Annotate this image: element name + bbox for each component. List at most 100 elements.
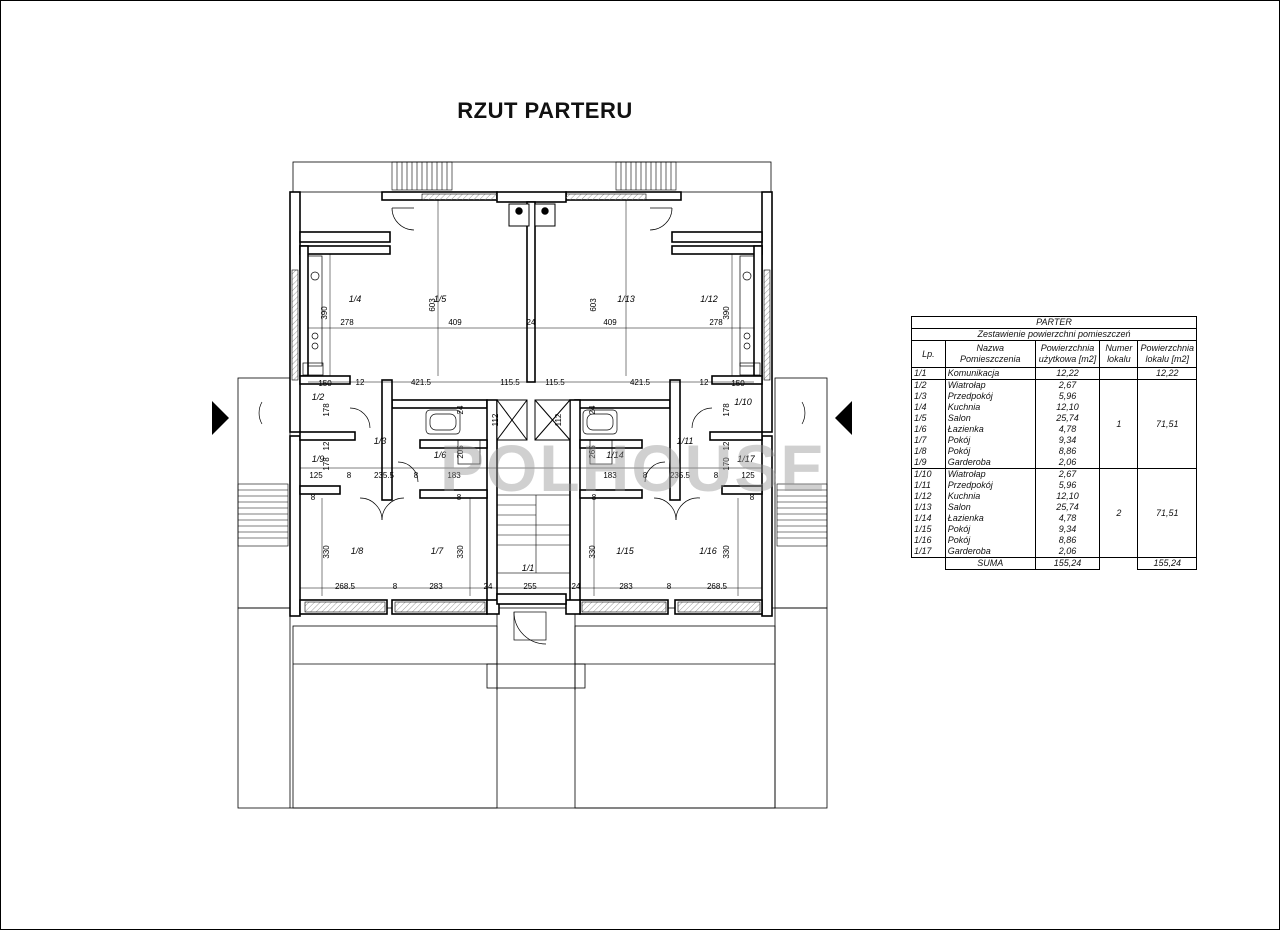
dimension-label: 409 (448, 318, 462, 327)
table-subtitle: Zestawienie powierzchni pomieszczeń (911, 328, 1197, 341)
cell-name: Salon (944, 413, 1036, 424)
dimension-label: 330 (456, 545, 465, 559)
sum-area: 155,24 (1034, 557, 1101, 570)
dimension-label: 178 (722, 403, 731, 417)
cell-lp: 1/4 (911, 402, 946, 413)
stairs (237, 161, 828, 574)
cell-lp: 1/10 (911, 468, 946, 480)
cell-name: Pokój (944, 446, 1036, 457)
cell-lp: 1/2 (911, 379, 946, 391)
header-lp: Lp. (911, 340, 946, 368)
cell-unit-number: 1 (1099, 379, 1139, 469)
dimension-label: 235.5 (374, 471, 395, 480)
room-label: 1/16 (699, 546, 717, 556)
dimension-label: 12 (722, 441, 731, 450)
cell-area: 2,06 (1034, 546, 1101, 558)
room-label: 1/5 (434, 294, 448, 304)
cell-lp: 1/12 (911, 491, 946, 502)
chimney-shafts (496, 203, 571, 441)
room-label: 1/11 (677, 436, 694, 446)
cell-area: 12,10 (1034, 402, 1101, 413)
dimension-label: 603 (589, 298, 598, 312)
table-row: 1/4 Kuchnia 12,10 (911, 402, 1197, 413)
cell-name: Pokój (944, 535, 1036, 546)
cell-name: Wiatrołap (944, 468, 1036, 480)
cell-unit-area: 12,22 (1137, 367, 1197, 380)
sum-unit-area: 155,24 (1137, 557, 1197, 570)
dimension-label: 265 (588, 445, 597, 459)
cell-name: Komunikacja (944, 367, 1036, 380)
cell-lp: 1/16 (911, 535, 946, 546)
sum-label: SUMA (944, 557, 1036, 570)
dimension-label: 390 (722, 306, 731, 320)
dimension-label: 283 (429, 582, 443, 591)
dimension-label: 125 (741, 471, 755, 480)
cell-name: Przedpokój (944, 391, 1036, 402)
cell-area: 9,34 (1034, 524, 1101, 535)
dimension-label: 421.5 (411, 378, 432, 387)
room-label: 1/2 (312, 392, 325, 402)
dimension-label: 8 (643, 471, 648, 480)
dimension-label: 8 (414, 471, 419, 480)
cell-area: 4,78 (1034, 513, 1101, 524)
room-label: 1/7 (431, 546, 445, 556)
cell-lp: 1/11 (911, 480, 946, 491)
room-label: 1/3 (374, 436, 387, 446)
dimension-label: 8 (714, 471, 719, 480)
cell-area: 9,34 (1034, 435, 1101, 446)
table-row: 1/7 Pokój 9,34 (911, 435, 1197, 446)
table-row: 1/12 Kuchnia 12,10 (911, 491, 1197, 502)
room-label: 1/17 (737, 454, 756, 464)
dimension-label: 183 (603, 471, 617, 480)
cell-lp: 1/1 (911, 367, 946, 380)
room-label: 1/1 (522, 563, 535, 573)
table-row: 1/6 Łazienka 4,78 (911, 424, 1197, 435)
dimension-label: 283 (619, 582, 633, 591)
dimension-label: 24 (456, 405, 465, 414)
cell-area: 25,74 (1034, 502, 1101, 513)
cell-name: Garderoba (944, 457, 1036, 469)
table-row: 1/3 Przedpokój 5,96 (911, 391, 1197, 402)
dimension-label: 8 (667, 582, 672, 591)
cell-name: Pokój (944, 435, 1036, 446)
dimension-label: 112 (491, 413, 500, 426)
cell-lp: 1/17 (911, 546, 946, 558)
dimension-label: 8 (347, 471, 352, 480)
dimension-label: 278 (340, 318, 354, 327)
cell-unit-number: 2 (1099, 468, 1139, 558)
dimension-label: 150 (318, 379, 332, 388)
room-label: 1/12 (700, 294, 718, 304)
table-sum-row: SUMA 155,24 155,24 (912, 557, 1197, 570)
cell-name: Salon (944, 502, 1036, 513)
cell-name: Łazienka (944, 513, 1036, 524)
table-row: 1/5 Salon 25,74 (911, 413, 1197, 424)
dimension-label: 8 (393, 582, 398, 591)
cell-name: Przedpokój (944, 480, 1036, 491)
cell-name: Garderoba (944, 546, 1036, 558)
dimension-label: 8 (592, 493, 597, 502)
cell-lp: 1/6 (911, 424, 946, 435)
dimension-label: 255 (523, 582, 537, 591)
cell-area: 8,86 (1034, 535, 1101, 546)
dimension-lines (300, 200, 762, 596)
cell-lp: 1/8 (911, 446, 946, 457)
dimension-label: 178 (322, 403, 331, 417)
cell-name: Wiatrołap (944, 379, 1036, 391)
table-row: 1/15 Pokój 9,34 (911, 524, 1197, 535)
table-row: 1/8 Pokój 8,86 (911, 446, 1197, 457)
table-row: 1/11 Przedpokój 5,96 (911, 480, 1197, 491)
dimension-label: 150 (731, 379, 745, 388)
dimension-label: 12 (356, 378, 365, 387)
room-label: 1/10 (734, 397, 752, 407)
dimension-label: 112 (554, 413, 563, 426)
dimension-label: 409 (603, 318, 617, 327)
room-label: 1/6 (434, 450, 447, 460)
cell-unit-area: 71,51 (1137, 379, 1197, 469)
cell-area: 8,86 (1034, 446, 1101, 457)
dimension-label: 24 (484, 582, 493, 591)
entrance-arrow-left (212, 401, 229, 435)
dimension-label: 235.5 (670, 471, 691, 480)
